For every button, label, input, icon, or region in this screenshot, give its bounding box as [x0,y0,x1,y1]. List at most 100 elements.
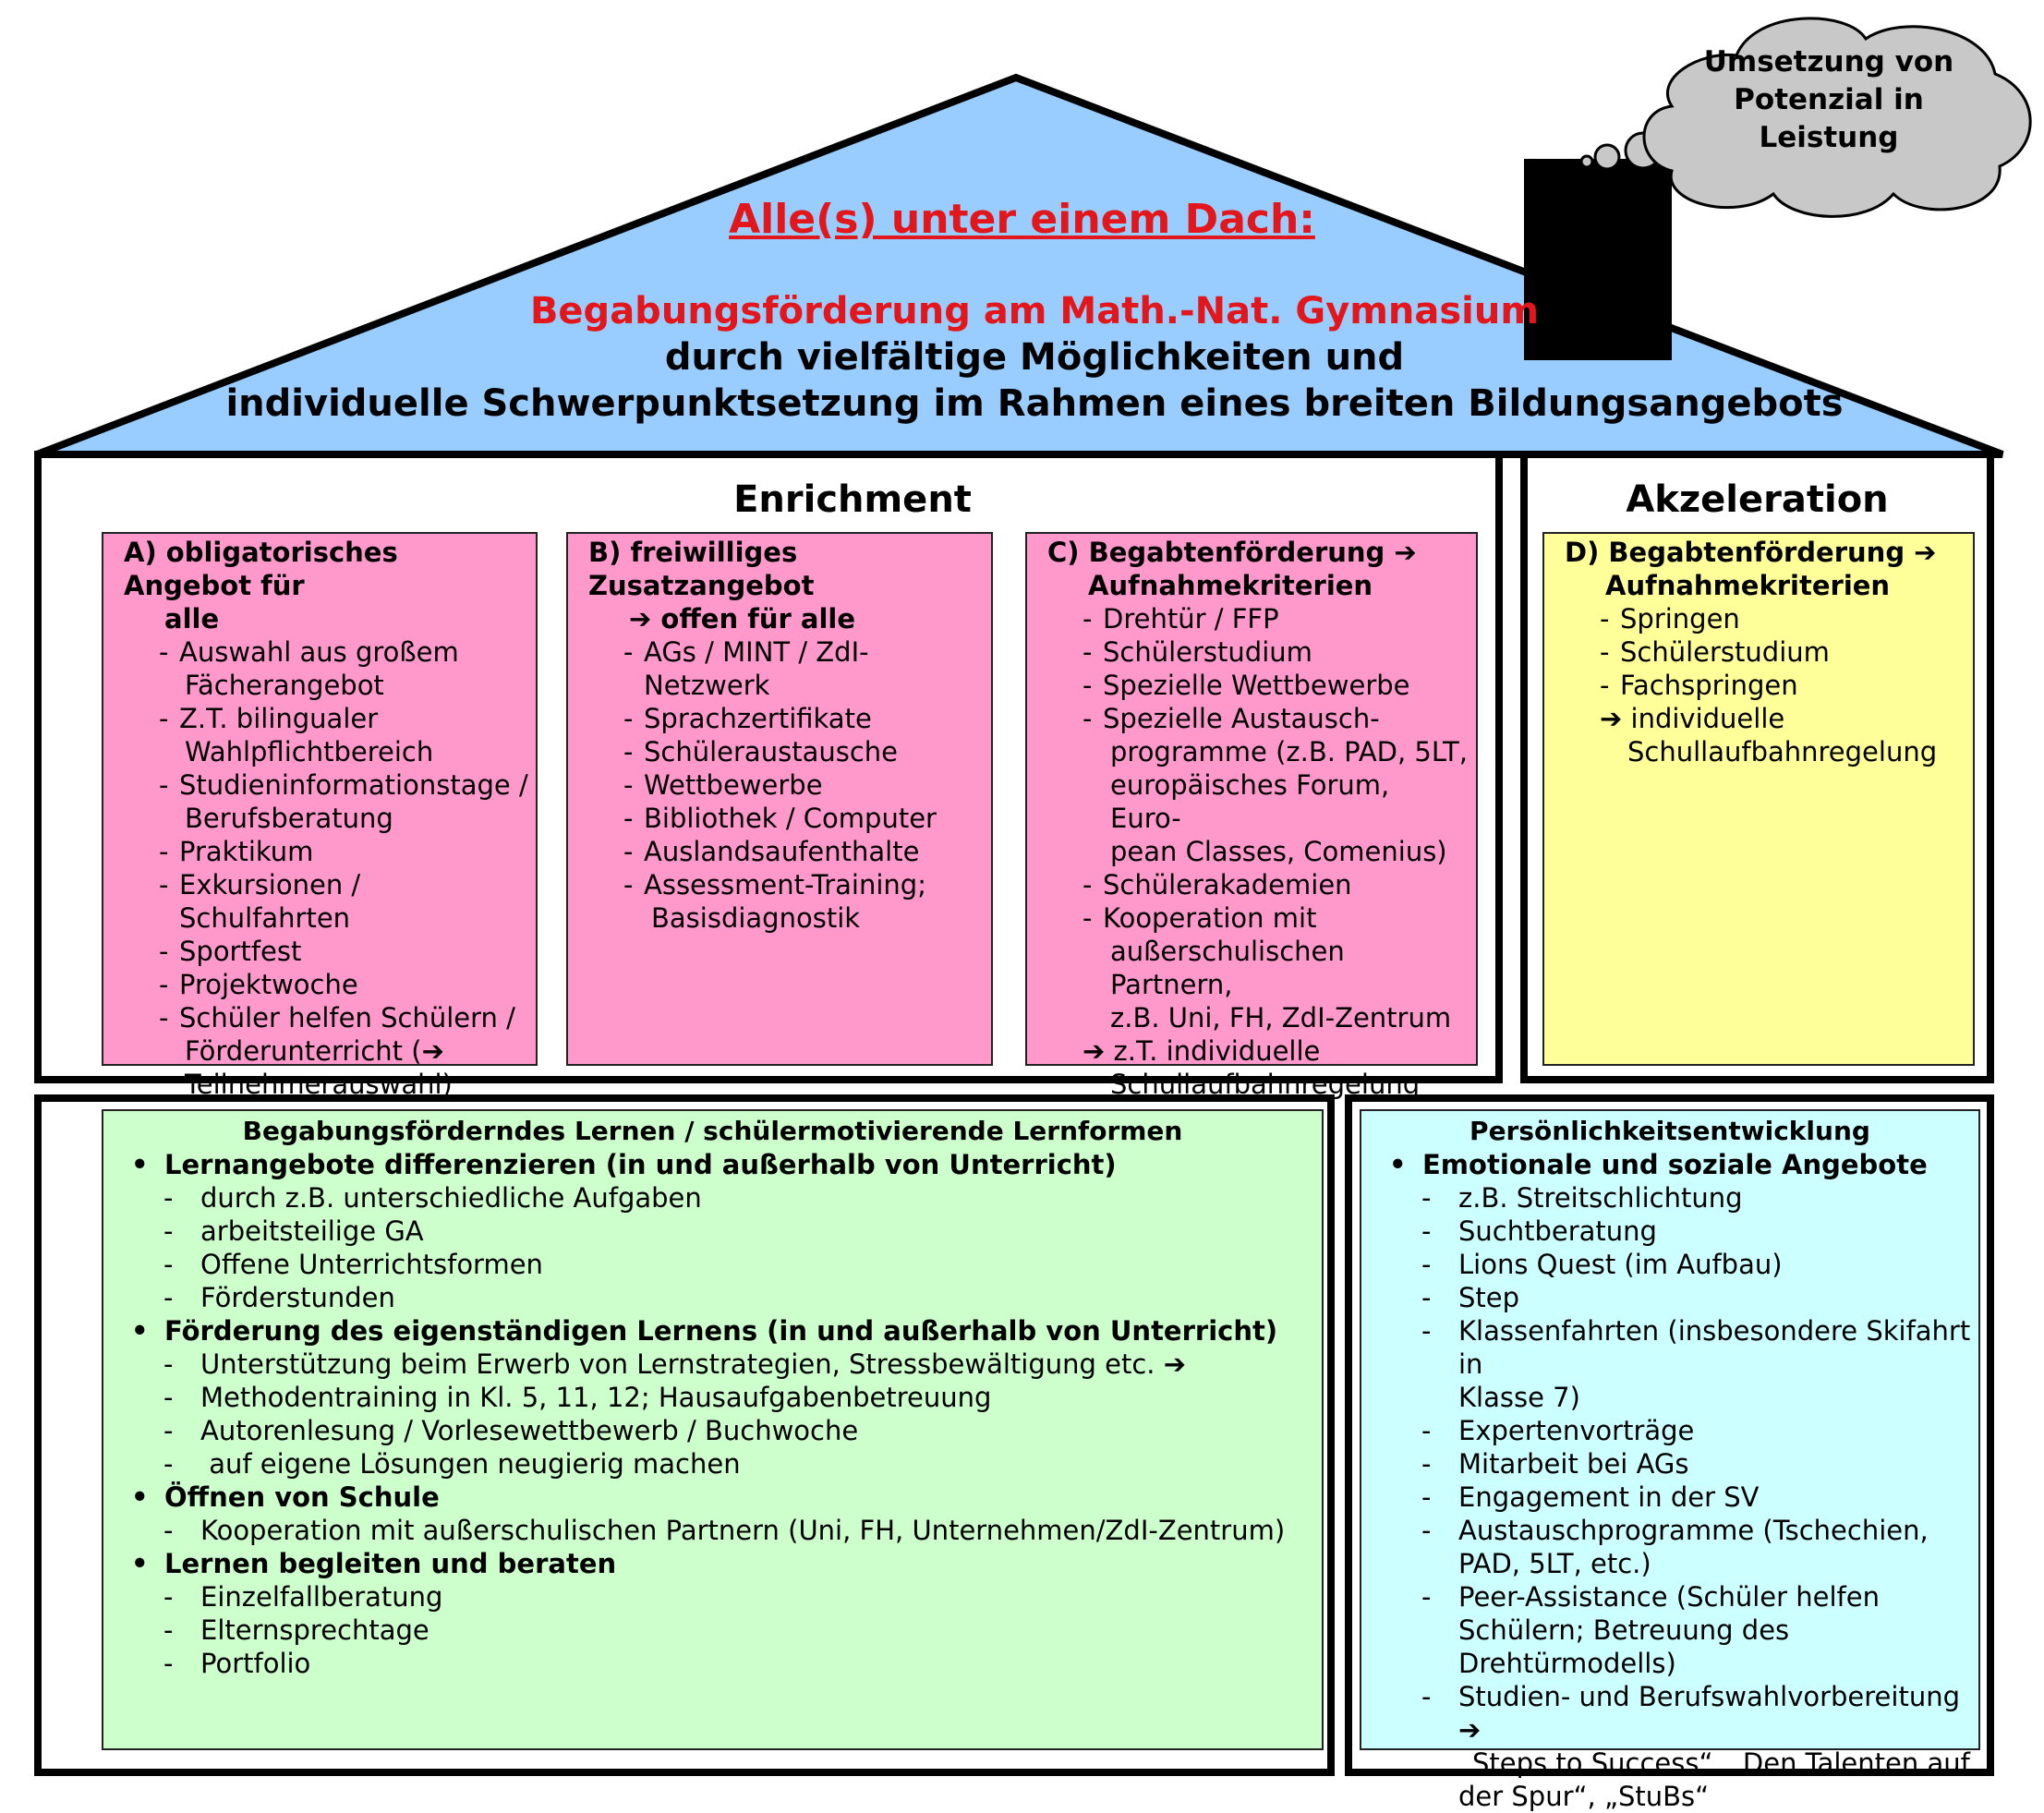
learning-item: Methodentraining in Kl. 5, 11, 12; Hausa… [111,1381,1314,1414]
box-b-head-line: ➔ offen für alle [629,603,855,635]
learning-item: Unterstützung beim Erwerb von Lernstrate… [111,1348,1314,1381]
learning-group-title: Lernangebote differenzieren (in und auße… [111,1148,1314,1181]
learning-box: Begabungsförderndes Lernen / schülermoti… [102,1109,1324,1750]
akzeleration-frame [1520,451,1994,1083]
personality-item: Klassenfahrten (insbesondere Skifahrt in [1369,1314,1971,1381]
learning-item: arbeitsteilige GA [111,1215,1314,1248]
box-b-head-line: B) freiwilliges Zusatzangebot [588,537,815,601]
list-item: außerschulischen Partnern, [1110,936,1345,1000]
learning-item: Autorenlesung / Vorlesewettbewerb / Buch… [111,1414,1314,1447]
box-d: D) Begabtenförderung ➔ Aufnahmekriterien… [1542,532,1975,1066]
list-item: Auswahl aus großem [124,635,528,669]
cloud-line: Umsetzung von [1703,45,1954,79]
list-item: Wettbewerbe [588,768,984,802]
box-d-head: D) Begabtenförderung ➔ Aufnahmekriterien [1565,536,1965,602]
box-a: A) obligatorisches Angebot für alle Ausw… [102,532,538,1100]
personality-item: „Steps to Success“, „Den Talenten auf [1458,1747,1970,1779]
list-item: Schullaufbahnregelung [1627,736,1938,768]
box-a-list: Auswahl aus großemFächerangebotZ.T. bili… [124,635,528,1101]
learning-group-title: Öffnen von Schule [111,1481,1314,1514]
box-c: C) Begabtenförderung ➔ Aufnahmekriterien… [1025,532,1478,1100]
box-c-head-line: Aufnahmekriterien [1088,570,1373,601]
list-item: Springen [1565,602,1965,635]
list-item: Berufsberatung [185,803,393,834]
list-item: Spezielle Austausch- [1047,702,1469,735]
akzeleration-heading: Akzeleration [1626,478,1889,521]
list-item: Assessment-Training; [588,868,984,901]
list-item: pean Classes, Comenius) [1110,836,1447,867]
personality-item: Mitarbeit bei AGs [1369,1447,1971,1481]
box-c-head-line: C) Begabtenförderung ➔ [1047,537,1417,568]
personality-item: Schülern; Betreuung des [1458,1614,1790,1646]
personality-items: z.B. StreitschlichtungSuchtberatungLions… [1369,1181,1971,1813]
personality-item: Austauschprogramme (Tschechien, [1369,1514,1971,1547]
personality-item: Studien- und Berufswahlvorbereitung ➔ [1369,1680,1971,1747]
box-b-list: AGs / MINT / ZdI-NetzwerkSprachzertifika… [588,635,984,935]
list-item: programme (z.B. PAD, 5LT, [1110,736,1468,768]
personality-item: Step [1369,1281,1971,1314]
personality-item: Klasse 7) [1458,1382,1580,1413]
box-a-head: A) obligatorisches Angebot für alle [124,536,528,635]
personality-item: Drehtürmodells) [1458,1648,1676,1679]
personality-item: z.B. Streitschlichtung [1369,1181,1971,1215]
list-item: Exkursionen / Schulfahrten [124,868,528,935]
list-item: europäisches Forum, Euro- [1110,769,1390,834]
list-item: Schülerakademien [1047,868,1469,901]
list-item: z.B. Uni, FH, ZdI-Zentrum [1110,1002,1452,1033]
learning-item: Elternsprechtage [111,1614,1314,1647]
personality-item: Peer-Assistance (Schüler helfen [1369,1580,1971,1614]
learning-item: durch z.B. unterschiedliche Aufgaben [111,1181,1314,1215]
learning-item: Kooperation mit außerschulischen Partner… [111,1514,1314,1547]
personality-item: Suchtberatung [1369,1215,1971,1248]
learning-item: Einzelfallberatung [111,1580,1314,1614]
list-item: Drehtür / FFP [1047,602,1469,635]
list-item: Schullaufbahnregelung [1110,1069,1421,1100]
list-item: ➔ individuelle [1600,703,1785,734]
box-c-head: C) Begabtenförderung ➔ Aufnahmekriterien [1047,536,1469,602]
learning-item: auf eigene Lösungen neugierig machen [111,1447,1314,1481]
learning-group-title: Förderung des eigenständigen Lernens (in… [111,1314,1314,1348]
personality-heading: Persönlichkeitsentwicklung [1470,1116,1870,1146]
list-item: Fächerangebot [185,670,384,701]
thought-cloud [1579,17,2032,218]
list-item: Fachspringen [1565,669,1965,702]
learning-group-title: Lernen begleiten und beraten [111,1547,1314,1580]
enrichment-frame [34,451,1503,1083]
roof-line-2: durch vielfältige Möglichkeiten und [664,336,1405,379]
box-a-head-line: alle [164,603,220,635]
list-item: Sportfest [124,935,528,968]
list-item: Wahlpflichtbereich [185,736,434,768]
roof-subtitle: Begabungsförderung am Math.-Nat. Gymnasi… [529,290,1540,332]
list-item: Schüleraustausche [588,735,984,768]
personality-group-title: Emotionale und soziale Angebote [1369,1148,1971,1181]
box-d-list: SpringenSchülerstudiumFachspringen➔ indi… [1565,602,1965,768]
personality-item: Expertenvorträge [1369,1414,1971,1447]
personality-item: Engagement in der SV [1369,1481,1971,1514]
list-item: Sprachzertifikate [588,702,984,735]
list-item: Bibliothek / Computer [588,802,984,835]
list-item: Schülerstudium [1047,635,1469,669]
personality-item: Lions Quest (im Aufbau) [1369,1248,1971,1281]
list-item: Förderunterricht (➔ [185,1035,444,1067]
learning-item: Offene Unterrichtsformen [111,1248,1314,1281]
box-d-head-line: D) Begabtenförderung ➔ [1565,537,1937,568]
learning-item: Portfolio [111,1647,1314,1680]
roof-line-3: individuelle Schwerpunktsetzung im Rahme… [225,382,1844,425]
list-item: Schülerstudium [1565,635,1965,669]
cloud-line: Leistung [1759,121,1899,154]
list-item: Z.T. bilingualer [124,702,528,735]
learning-item: Förderstunden [111,1281,1314,1314]
learning-frame [34,1094,1335,1776]
roof-title: Alle(s) unter einem Dach: [729,196,1315,243]
personality-box: Persönlichkeitsentwicklung Emotionale un… [1360,1109,1980,1812]
personality-item: der Spur“, „StuBs“ [1458,1781,1710,1812]
list-item: Kooperation mit [1047,901,1469,935]
list-item: Schüler helfen Schülern / [124,1001,528,1034]
list-item: Spezielle Wettbewerbe [1047,669,1469,702]
learning-heading: Begabungsförderndes Lernen / schülermoti… [242,1116,1183,1146]
list-item: Projektwoche [124,968,528,1001]
personality-item: PAD, 5LT, etc.) [1458,1548,1651,1579]
enrichment-heading: Enrichment [733,478,972,521]
cloud-line: Potenzial in [1734,83,1924,116]
